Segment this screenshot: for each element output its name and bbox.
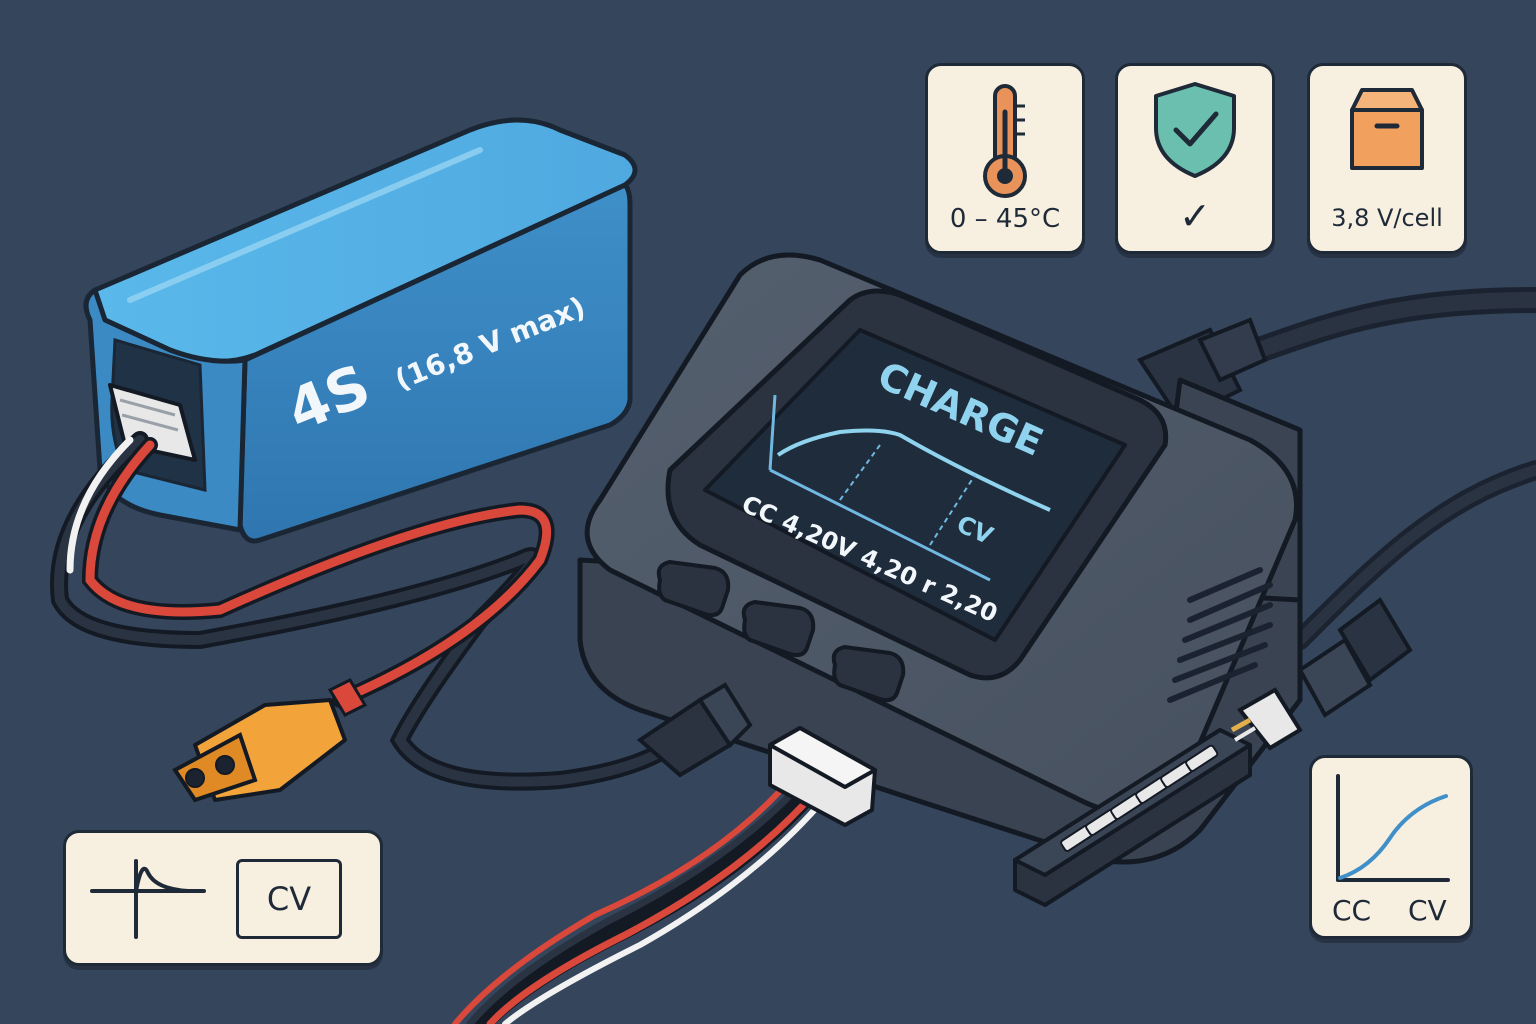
- graph-cv-label: CV: [1408, 894, 1447, 927]
- cc-curve-icon: [90, 859, 206, 939]
- power-cable: [1217, 287, 1536, 650]
- cv-mode-box: CV: [236, 859, 342, 939]
- shield-check-icon: [1154, 82, 1236, 178]
- battery-leads: [50, 431, 689, 791]
- safety-check-mark: ✓: [1179, 194, 1211, 238]
- charger-button-1[interactable]: [656, 559, 731, 618]
- charge-curve-icon: [1336, 774, 1450, 882]
- safety-card: ✓: [1115, 63, 1275, 254]
- output-plug: [636, 682, 753, 778]
- temperature-range-label: 0 – 45°C: [949, 204, 1061, 234]
- storage-card: 3,8 V/cell: [1307, 63, 1467, 254]
- temperature-card: 0 – 45°C: [925, 63, 1085, 254]
- charge-graph-card: CC CV: [1309, 755, 1473, 939]
- charger-button-2[interactable]: [741, 599, 816, 658]
- cv-mode-label: CV: [266, 880, 312, 918]
- graph-cc-label: CC: [1332, 894, 1372, 927]
- balance-plug: [768, 726, 877, 827]
- balance-lead: [452, 777, 828, 1024]
- box-icon: [1350, 88, 1424, 170]
- charger-body: [577, 252, 1303, 865]
- xt60-connector: [172, 678, 368, 803]
- balance-port-strip: [1013, 687, 1303, 907]
- thermometer-icon: [983, 84, 1027, 198]
- screen-charge-curve: [768, 394, 1051, 582]
- charger-button-3[interactable]: [831, 644, 906, 703]
- usb-plug: [1297, 597, 1413, 718]
- storage-voltage-label: 3,8 V/cell: [1331, 204, 1443, 232]
- mode-card: CV: [63, 830, 383, 966]
